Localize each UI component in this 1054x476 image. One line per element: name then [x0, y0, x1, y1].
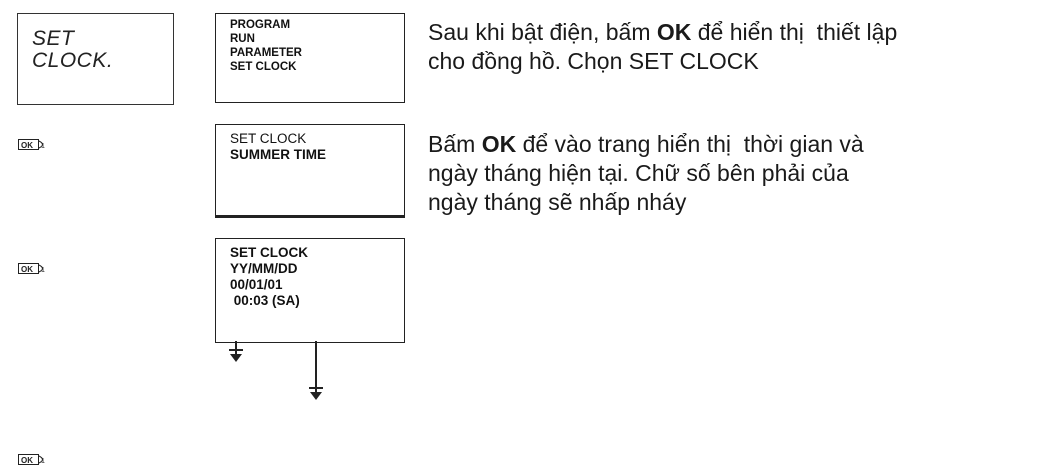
ok-button-sub: 1 [41, 267, 45, 274]
datetime-line-format: YY/MM/DD [230, 261, 298, 276]
step-2-ok: OK [481, 131, 517, 157]
arrow-right-icon [309, 341, 323, 400]
step-1-post: để hiển thị thiết lập [691, 19, 898, 45]
menu-line-program: PROGRAM [230, 19, 291, 31]
ok-button-icon: OK 1 [18, 263, 45, 274]
step-2-line-1: Bấm OK để vào trang hiển thị thời gian v… [428, 130, 864, 159]
down-arrows [229, 341, 323, 400]
screen-set-clock-label: SET CLOCK [230, 131, 307, 146]
screen-summer-time-label: SUMMER TIME [230, 147, 326, 162]
ok-button-sub: 1 [41, 458, 45, 465]
ok-button-label: OK [21, 456, 33, 465]
menu-line-set-clock: SET CLOCK [230, 61, 297, 73]
datetime-line-set-clock: SET CLOCK [230, 245, 309, 260]
ok-button-icon: OK 1 [18, 139, 45, 150]
datetime-line-time: 00:03 (SA) [230, 293, 300, 308]
ok-button-sub: 1 [41, 143, 45, 150]
ok-button-label: OK [21, 141, 33, 150]
step-2-line-3: ngày tháng sẽ nhấp nháy [428, 189, 687, 215]
title-line-2: CLOCK. [32, 49, 114, 72]
step-2-text: Bấm OK để vào trang hiển thị thời gian v… [428, 130, 864, 217]
menu-screen: PROGRAM RUN PARAMETER SET CLOCK [215, 13, 405, 103]
ok-button-label: OK [21, 265, 33, 274]
title-box: SET CLOCK. [17, 13, 174, 105]
step-2-pre: Bấm [428, 131, 482, 157]
datetime-line-date: 00/01/01 [230, 277, 283, 292]
datetime-screen: SET CLOCK YY/MM/DD 00/01/01 00:03 (SA) [215, 238, 405, 343]
step-1-pre: Sau khi bật điện, bấm [428, 19, 657, 45]
title-line-1: SET [32, 27, 75, 50]
step-2-post: để vào trang hiển thị thời gian và [516, 131, 864, 157]
arrow-left-icon [229, 341, 243, 362]
menu-line-parameter: PARAMETER [230, 47, 302, 59]
step-2-line-2: ngày tháng hiện tại. Chữ số bên phải của [428, 160, 849, 186]
set-clock-screen: SET CLOCK SUMMER TIME [215, 124, 405, 218]
menu-line-run: RUN [230, 33, 255, 45]
ok-button-icon: OK 1 [18, 454, 45, 465]
step-1-ok: OK [656, 19, 692, 45]
step-1-line-1: Sau khi bật điện, bấm OK để hiển thị thi… [428, 18, 897, 47]
step-1-text: Sau khi bật điện, bấm OK để hiển thị thi… [428, 18, 897, 76]
step-1-line-2: cho đồng hồ. Chọn SET CLOCK [428, 48, 759, 74]
